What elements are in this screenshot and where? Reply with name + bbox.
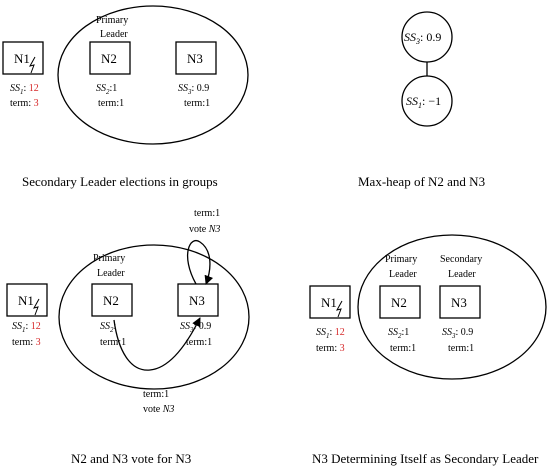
node-n1-label: N1 xyxy=(14,51,30,66)
panel-maxheap: SS3: 0.9 SS1: −1 Max-heap of N2 and N3 xyxy=(358,11,485,189)
node-n3-label: N3 xyxy=(451,295,467,310)
n1-term-line: term: 3 xyxy=(10,98,39,109)
n2-vote-label: vote N3 xyxy=(143,404,174,415)
self-vote-label: vote N3 xyxy=(189,224,220,235)
node-n1-box xyxy=(6,283,48,317)
n2-term-line: term:1 xyxy=(98,98,124,109)
node-n2-box xyxy=(89,41,131,75)
group-ellipse xyxy=(357,234,547,380)
n3-term-line: term:1 xyxy=(184,98,210,109)
node-n1-label: N1 xyxy=(321,295,337,310)
group-ellipse xyxy=(58,244,250,390)
failure-bolt-icon xyxy=(336,300,343,318)
group-ellipse xyxy=(57,5,249,145)
caption-maxheap: Max-heap of N2 and N3 xyxy=(358,174,485,189)
n1-ss-line: SS1: 12 xyxy=(12,321,41,334)
n2-to-n3-vote-arrow xyxy=(113,317,201,371)
primary-role-line2: Leader xyxy=(97,268,125,279)
heap-root-label: SS3: 0.9 xyxy=(404,30,441,46)
caption-vote: N2 and N3 vote for N3 xyxy=(71,451,191,466)
n2-vote-term: term:1 xyxy=(143,389,169,400)
n2-ss-line: SS2:1 xyxy=(96,83,117,96)
n3-ss-line: SS3: 0.9 xyxy=(178,83,209,96)
node-n2-label: N2 xyxy=(101,51,117,66)
node-n1-box xyxy=(2,41,44,75)
node-n3-label: N3 xyxy=(189,293,205,308)
node-n3-box xyxy=(177,283,219,317)
primary-role-line1: Primary xyxy=(93,253,125,264)
node-n3-label: N3 xyxy=(187,51,203,66)
n3-term-line: term:1 xyxy=(186,337,212,348)
node-n2-label: N2 xyxy=(103,293,119,308)
failure-bolt-icon xyxy=(29,56,36,74)
heap-child-label: SS1: −1 xyxy=(406,94,441,110)
self-vote-term: term:1 xyxy=(194,208,220,219)
heap-child-node xyxy=(401,75,453,127)
failure-bolt-icon xyxy=(33,298,40,316)
primary-role-line2: Leader xyxy=(100,29,128,40)
n1-term-line: term: 3 xyxy=(316,343,345,354)
n1-term-line: term: 3 xyxy=(12,337,41,348)
panel-vote: N1 SS1: 12 term: 3 Primary Leader N2 SS2… xyxy=(6,208,250,466)
primary-role-line1: Primary xyxy=(385,254,417,265)
caption-determine: N3 Determining Itself as Secondary Leade… xyxy=(312,451,539,466)
secondary-role-line1: Secondary xyxy=(440,254,482,265)
caption-elections: Secondary Leader elections in groups xyxy=(22,174,218,189)
n1-ss-line: SS1: 12 xyxy=(10,83,39,96)
node-n3-box xyxy=(175,41,217,75)
n2-ss-line: SS2:1 xyxy=(388,327,409,340)
primary-role-line1: Primary xyxy=(96,15,128,26)
n3-ss-line: SS3: 0.9 xyxy=(442,327,473,340)
node-n2-label: N2 xyxy=(391,295,407,310)
panel-elections: N1 SS1: 12 term: 3 Primary Leader N2 SS2… xyxy=(2,5,249,189)
n2-term-line: term:1 xyxy=(390,343,416,354)
n3-self-vote-arrow xyxy=(187,240,214,285)
node-n2-box xyxy=(91,283,133,317)
node-n2-box xyxy=(379,285,421,319)
secondary-role-line2: Leader xyxy=(448,269,476,280)
node-n3-box xyxy=(439,285,481,319)
n3-term-line: term:1 xyxy=(448,343,474,354)
node-n1-label: N1 xyxy=(18,293,34,308)
node-n1-box xyxy=(309,285,351,319)
n2-term-line: term:1 xyxy=(100,337,126,348)
n1-ss-line: SS1: 12 xyxy=(316,327,345,340)
primary-role-line2: Leader xyxy=(389,269,417,280)
panel-determine: N1 SS1: 12 term: 3 Primary Leader N2 SS2… xyxy=(309,234,547,466)
